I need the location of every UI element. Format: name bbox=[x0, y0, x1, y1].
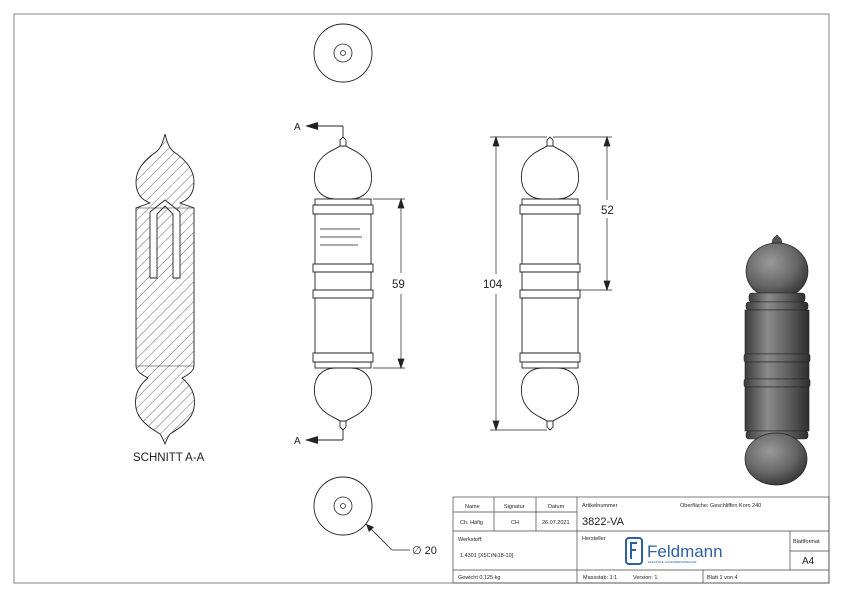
version: Version: 1 bbox=[633, 575, 657, 581]
dimension-59: 59 bbox=[392, 279, 405, 291]
dimension-104-line bbox=[490, 135, 547, 432]
surface-finish: Oberfläche: Geschliffen Korn 240 bbox=[680, 503, 761, 509]
side-view bbox=[519, 136, 581, 431]
feldmann-logo: Feldmann EDELSTAHL-HANDWERKERBEDARF bbox=[625, 537, 723, 565]
sheet-format-label: Blattformat bbox=[793, 539, 820, 545]
bottom-view bbox=[313, 476, 410, 551]
top-view bbox=[313, 23, 373, 83]
cut-line-top bbox=[305, 122, 344, 137]
isometric-render bbox=[743, 234, 811, 486]
sheet-number: Blatt 1 von 4 bbox=[707, 575, 738, 581]
scale: Massstab: 1:1 bbox=[583, 575, 617, 581]
drawn-by-date: 26.07.2021 bbox=[542, 520, 570, 526]
dimension-52-line bbox=[553, 135, 612, 292]
header-signature: Signatur bbox=[504, 504, 525, 510]
weight: Gewicht 0.125 kg bbox=[458, 575, 501, 581]
manufacturer-label: Hersteller bbox=[582, 536, 606, 542]
section-view bbox=[135, 133, 195, 446]
logo-tagline: EDELSTAHL-HANDWERKERBEDARF bbox=[648, 560, 697, 564]
dimension-59-line bbox=[373, 197, 405, 370]
title-block bbox=[452, 496, 830, 584]
drawn-by-signature: CH bbox=[511, 520, 519, 526]
logo-text: Feldmann bbox=[647, 542, 723, 561]
header-date: Datum bbox=[548, 504, 565, 510]
dimension-52: 52 bbox=[601, 205, 614, 217]
front-view bbox=[312, 136, 374, 431]
drawing-frame bbox=[13, 13, 830, 584]
article-number: 3822-VA bbox=[582, 516, 625, 528]
header-name: Name bbox=[465, 504, 480, 510]
cut-marker-top: A bbox=[294, 122, 301, 133]
diameter-dimension: ∅ 20 bbox=[412, 545, 437, 557]
sheet-format: A4 bbox=[802, 556, 815, 567]
article-label: Artikelnummer bbox=[582, 503, 618, 509]
cut-line-bottom bbox=[305, 430, 344, 444]
drawn-by-name: Ch. Häfig bbox=[460, 520, 483, 526]
cut-marker-bottom: A bbox=[294, 436, 301, 447]
material-label: Werkstoff: bbox=[458, 537, 483, 543]
material-value: 1.4301 [X5CrNi18-10] bbox=[460, 553, 514, 559]
title-block-text: Name Signatur Datum Ch. Häfig CH 26.07.2… bbox=[458, 503, 820, 581]
dimension-104: 104 bbox=[483, 279, 503, 291]
section-label: SCHNITT A-A bbox=[133, 452, 205, 464]
